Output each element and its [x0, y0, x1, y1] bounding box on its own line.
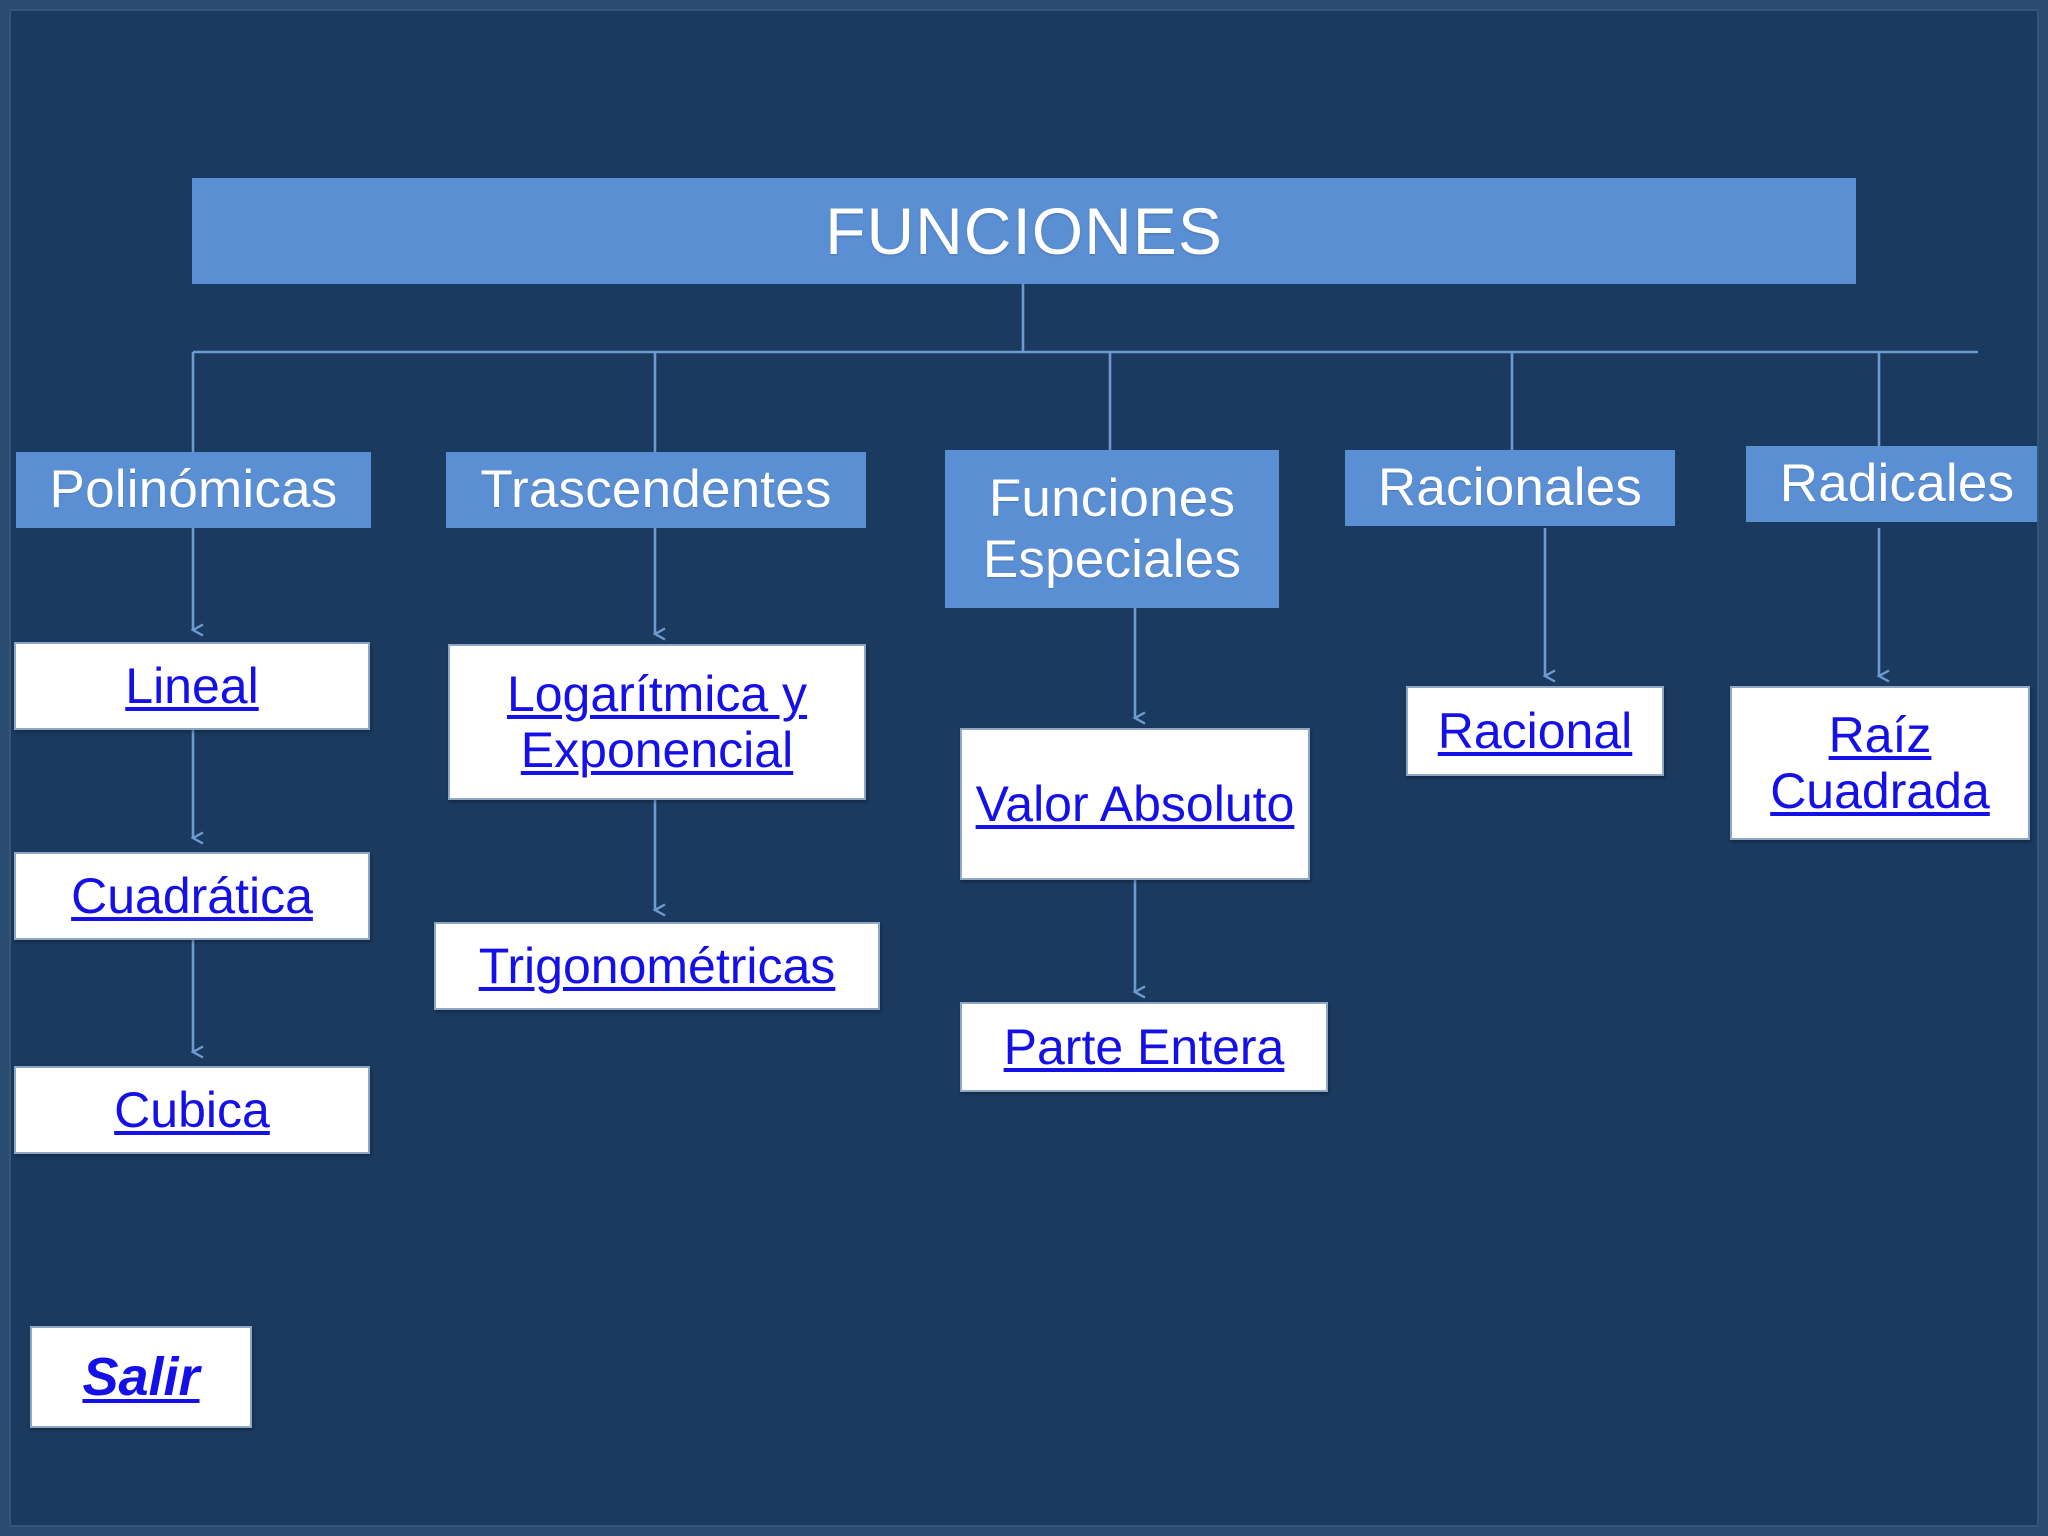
link-box-raiz-cuadrada[interactable]: Raíz Cuadrada — [1730, 686, 2030, 840]
link-box-logaritmica-exponencial[interactable]: Logarítmica y Exponencial — [448, 644, 866, 800]
category-box-funciones-especiales[interactable]: Funciones Especiales — [945, 450, 1279, 608]
link-box-cuadratica[interactable]: Cuadrática — [14, 852, 370, 940]
link-box-valor-absoluto[interactable]: Valor Absoluto — [960, 728, 1310, 880]
category-label: Racionales — [1377, 458, 1643, 518]
link-label: Trigonométricas — [478, 938, 836, 994]
link-box-trigonometricas[interactable]: Trigonométricas — [434, 922, 880, 1010]
link-label: Lineal — [125, 658, 259, 714]
link-label: Cubica — [114, 1082, 270, 1138]
category-box-polinomicas[interactable]: Polinómicas — [16, 452, 371, 528]
category-label: Polinómicas — [49, 460, 338, 520]
category-label: Radicales — [1779, 454, 2015, 514]
link-box-salir[interactable]: Salir — [30, 1326, 252, 1428]
category-label: Funciones Especiales — [982, 468, 1242, 589]
category-box-trascendentes[interactable]: Trascendentes — [446, 452, 866, 528]
category-box-radicales[interactable]: Radicales — [1746, 446, 2048, 522]
page-title: FUNCIONES — [192, 178, 1856, 284]
link-label: Raíz Cuadrada — [1770, 707, 1990, 819]
link-label: Valor Absoluto — [975, 776, 1295, 832]
link-label: Salir — [82, 1346, 200, 1407]
link-box-parte-entera[interactable]: Parte Entera — [960, 1002, 1328, 1092]
category-box-racionales[interactable]: Racionales — [1345, 450, 1675, 526]
link-label: Cuadrática — [71, 868, 313, 924]
link-box-racional[interactable]: Racional — [1406, 686, 1664, 776]
category-label: Trascendentes — [480, 460, 832, 520]
link-box-lineal[interactable]: Lineal — [14, 642, 370, 730]
link-label: Parte Entera — [1003, 1019, 1285, 1075]
link-label: Logarítmica y Exponencial — [506, 666, 808, 778]
link-label: Racional — [1437, 703, 1633, 759]
link-box-cubica[interactable]: Cubica — [14, 1066, 370, 1154]
